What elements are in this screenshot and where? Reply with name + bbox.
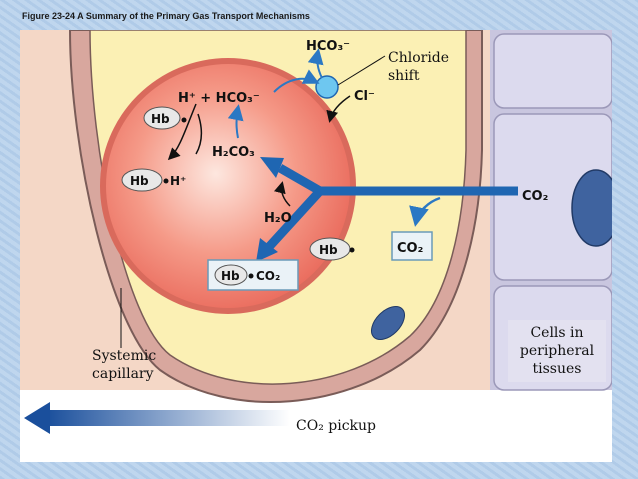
cl-in-arrow bbox=[326, 95, 351, 123]
hco3-to-exchanger-arrow bbox=[273, 69, 320, 93]
cell-nucleus bbox=[571, 169, 612, 247]
carbonic-acid: H₂CO₃ bbox=[212, 145, 255, 160]
hco3-out-arrow bbox=[307, 48, 324, 79]
co2-diffusion-arrows bbox=[256, 157, 518, 262]
tissue-cell-top bbox=[493, 33, 612, 109]
hb-top-dot bbox=[181, 117, 187, 123]
hb-oval-top bbox=[143, 106, 181, 130]
h-binding-arrow bbox=[167, 103, 197, 161]
hb-top: Hb bbox=[151, 112, 170, 126]
hb-co2-co2: CO₂ bbox=[256, 269, 280, 283]
cells-label-1: Cells in bbox=[530, 325, 583, 341]
hb-binding-arrow bbox=[195, 113, 203, 155]
diagram-panel: HCO₃⁻ Cl⁻ H⁺ + HCO₃⁻ H₂CO₃ H₂O Hb Hb H⁺ … bbox=[20, 30, 612, 462]
water-arrow bbox=[274, 181, 291, 207]
hb-co2-dot bbox=[248, 273, 254, 279]
co2-pickup-label: CO₂ pickup bbox=[296, 418, 376, 434]
co2-plasma: CO₂ bbox=[397, 241, 423, 256]
h-plus-bound: H⁺ bbox=[170, 174, 186, 188]
hb-mid: Hb bbox=[319, 243, 338, 257]
hb-h: Hb bbox=[130, 174, 149, 188]
hb-oval-carbamino bbox=[214, 264, 248, 286]
endothelial-nucleus bbox=[371, 306, 405, 340]
figure-caption: Figure 23-24 A Summary of the Primary Ga… bbox=[22, 11, 310, 21]
hb-mid-dot bbox=[349, 247, 355, 253]
chloride-shift-label-2: shift bbox=[388, 68, 420, 84]
cells-label-bg bbox=[508, 320, 606, 382]
hb-co2-hb: Hb bbox=[221, 269, 240, 283]
systemic-label-2: capillary bbox=[92, 366, 154, 382]
hb-h-dot bbox=[163, 178, 169, 184]
chloride-bicarbonate-exchanger bbox=[315, 75, 339, 99]
co2-pickup-direction-arrow bbox=[24, 402, 290, 434]
h-plus-hco3: H⁺ + HCO₃⁻ bbox=[178, 91, 260, 106]
cells-label-3: tissues bbox=[533, 361, 582, 377]
hb-oval-h bbox=[121, 168, 163, 192]
co2-tissue: CO₂ bbox=[522, 189, 548, 204]
cl-in: Cl⁻ bbox=[354, 89, 375, 104]
gas-transport-diagram: HCO₃⁻ Cl⁻ H⁺ + HCO₃⁻ H₂CO₃ H₂O Hb Hb H⁺ … bbox=[20, 30, 612, 434]
hco3-out: HCO₃⁻ bbox=[306, 39, 350, 54]
chloride-shift-pointer bbox=[337, 55, 386, 86]
h2co3-dissociation-arrow bbox=[227, 104, 244, 139]
chloride-shift-label-1: Chloride bbox=[388, 50, 449, 66]
plasma-co2-box bbox=[391, 231, 433, 261]
systemic-label-1: Systemic bbox=[92, 348, 156, 364]
water: H₂O bbox=[264, 211, 292, 226]
cells-label-2: peripheral bbox=[520, 343, 595, 359]
